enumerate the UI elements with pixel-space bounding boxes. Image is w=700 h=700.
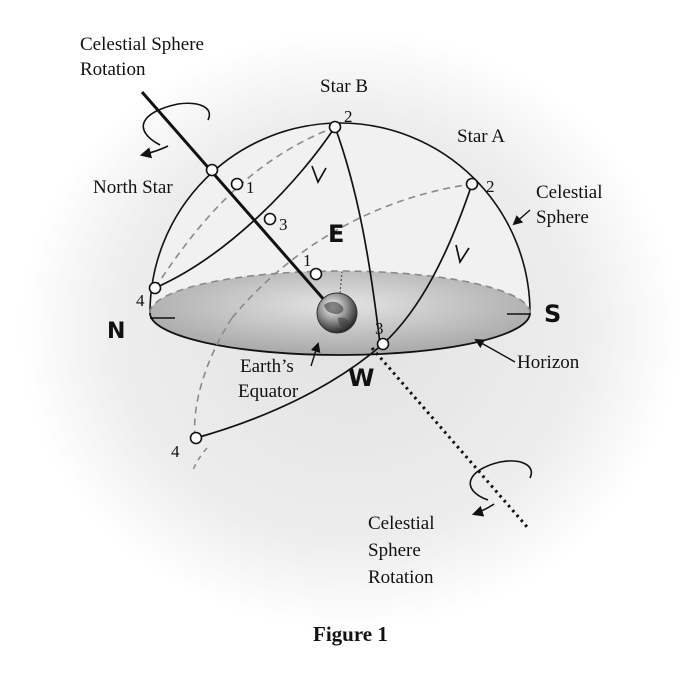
north-star-label: North Star	[93, 177, 173, 198]
horizon-back-edge	[149, 270, 531, 314]
rotation-bottom-label-line3: Rotation	[368, 567, 434, 588]
west-direction-label: W	[348, 364, 374, 392]
earths-equator-label-line2: Equator	[238, 381, 299, 402]
star-a-pos4-number: 4	[171, 442, 180, 461]
star-b-label: Star B	[320, 76, 368, 97]
star-a-pos2-number: 2	[486, 177, 495, 196]
star-b-pos1-number: 1	[246, 178, 255, 197]
south-direction-label: S	[544, 300, 561, 328]
star-a-tail-dashed	[192, 447, 208, 471]
earths-equator-leader	[310, 342, 321, 367]
star-b-pos2-number: 2	[344, 107, 353, 126]
horizon-front-edge	[149, 312, 531, 356]
top-rotation-arrow-head	[139, 145, 169, 159]
star-a-pos1-number: 1	[303, 251, 312, 270]
star-b-pos3-number: 3	[279, 215, 288, 234]
celestial-sphere-leader	[512, 209, 531, 226]
rotation-top-label-line1: Celestial Sphere	[80, 34, 204, 55]
star-a-pos4-marker	[189, 431, 203, 445]
north-star-marker	[205, 163, 219, 177]
star-b-pos1-marker	[230, 177, 244, 191]
meridian-arc	[334, 126, 381, 345]
star-b-path	[154, 126, 336, 289]
star-b-pos4-number: 4	[136, 291, 145, 310]
celestial-sphere-label-line2: Sphere	[536, 207, 589, 228]
rotation-bottom-label-line1: Celestial	[368, 513, 434, 534]
star-b-direction-arrow	[311, 165, 327, 184]
east-direction-label: E	[328, 220, 344, 248]
rotation-top-label-line2: Rotation	[80, 59, 146, 80]
top-rotation-arrow	[142, 102, 211, 146]
earths-equator-label-line1: Earth’s	[240, 356, 294, 377]
star-a-pos2-marker	[465, 177, 479, 191]
figure-caption: Figure 1	[313, 622, 388, 646]
celestial-axis-hidden	[370, 347, 530, 529]
horizon-label: Horizon	[517, 352, 580, 373]
star-a-label: Star A	[457, 126, 505, 147]
bottom-rotation-arrow	[469, 460, 533, 501]
celestial-axis	[140, 91, 335, 311]
star-a-pos3-number: 3	[375, 319, 384, 338]
celestial-dome	[149, 122, 531, 314]
rotation-bottom-label-line2: Sphere	[368, 540, 421, 561]
star-b-pos2-marker	[328, 120, 342, 134]
bottom-rotation-arrow-head	[471, 503, 495, 517]
star-a-hidden-path	[231, 183, 473, 319]
horizon-leader	[474, 339, 516, 363]
star-a-direction-arrow	[455, 244, 470, 265]
star-b-pos4-marker	[148, 281, 162, 295]
north-direction-label: N	[107, 319, 125, 344]
celestial-sphere-label-line1: Celestial	[536, 182, 602, 203]
star-a-pos3-marker	[376, 337, 390, 351]
star-a-pos1-marker	[309, 267, 323, 281]
earth-icon	[316, 271, 358, 334]
star-a-below-horizon-dashed	[193, 317, 233, 439]
star-b-pos3-marker	[263, 212, 277, 226]
